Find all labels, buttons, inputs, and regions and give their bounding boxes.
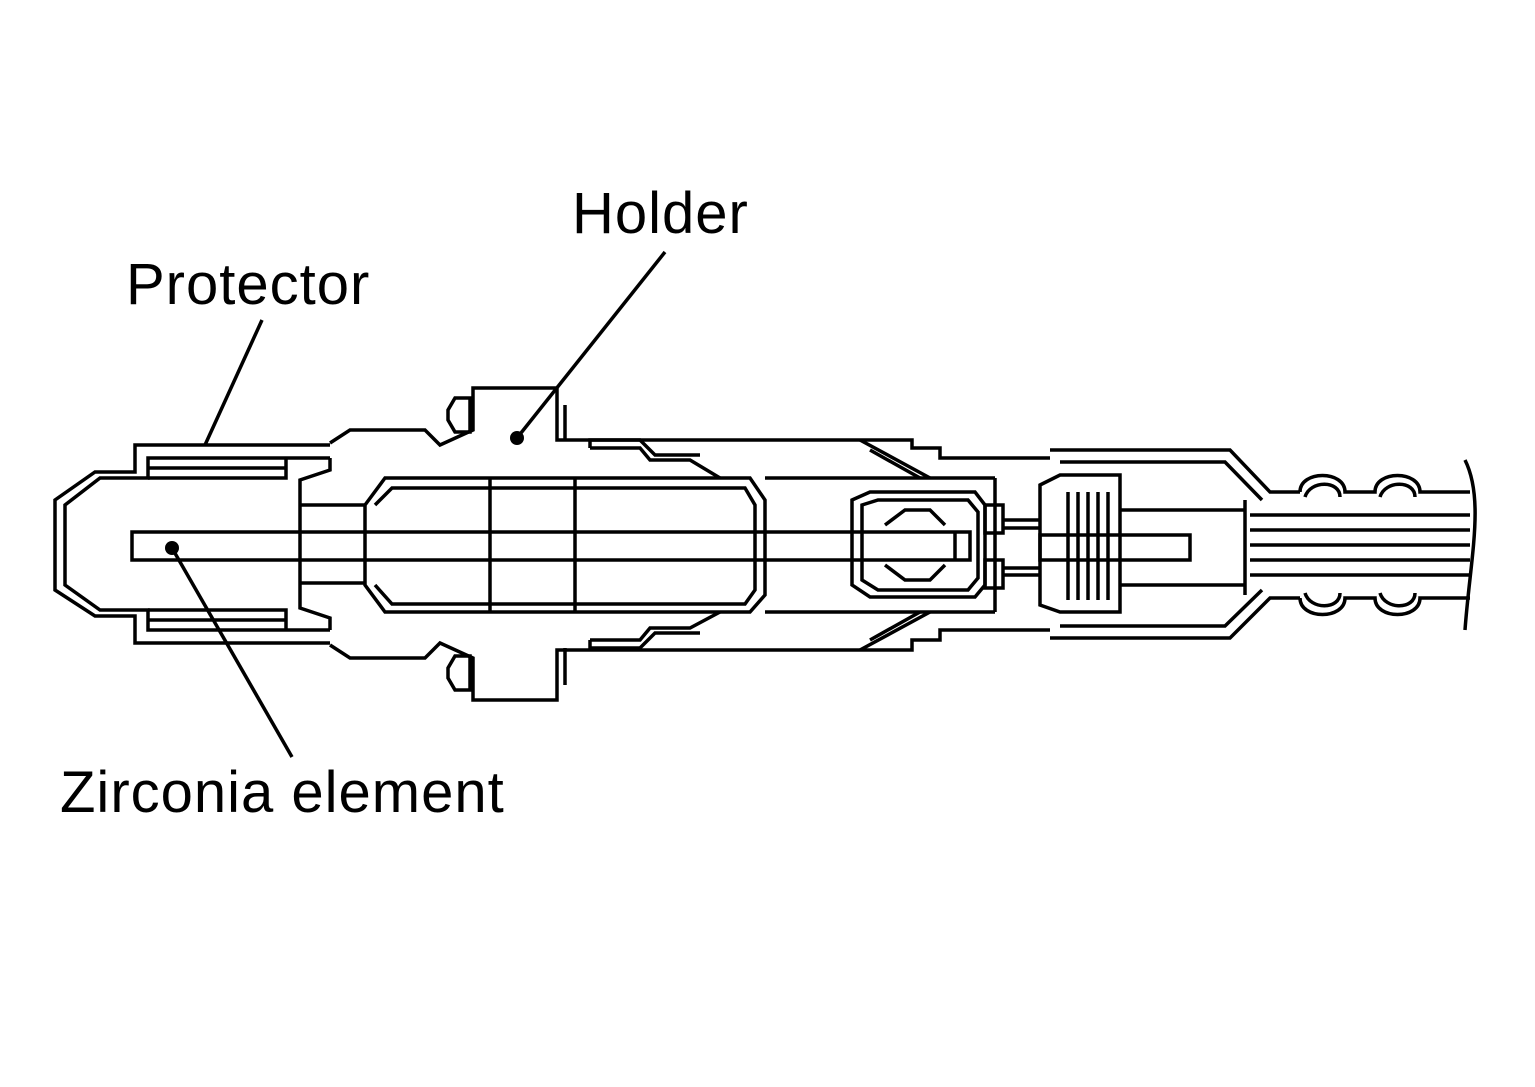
protector-label: Protector xyxy=(126,252,371,317)
zirconia-dot xyxy=(165,541,179,555)
holder-dot xyxy=(510,431,524,445)
zirconia-leader xyxy=(170,547,294,758)
insulator xyxy=(363,476,997,614)
zirconia-element-label: Zirconia element xyxy=(60,760,505,825)
zirconia-element xyxy=(130,530,972,562)
connector xyxy=(1038,448,1300,640)
crimp-parts xyxy=(588,438,931,652)
spring-coil xyxy=(1066,492,1110,600)
leader-lines xyxy=(165,250,667,758)
cable-boot xyxy=(1250,459,1477,631)
holder-label: Holder xyxy=(572,181,749,246)
protector xyxy=(53,443,330,645)
holder-leader xyxy=(515,250,667,440)
terminal xyxy=(850,490,1040,599)
holder xyxy=(298,386,1050,702)
protector-leader xyxy=(203,319,264,446)
